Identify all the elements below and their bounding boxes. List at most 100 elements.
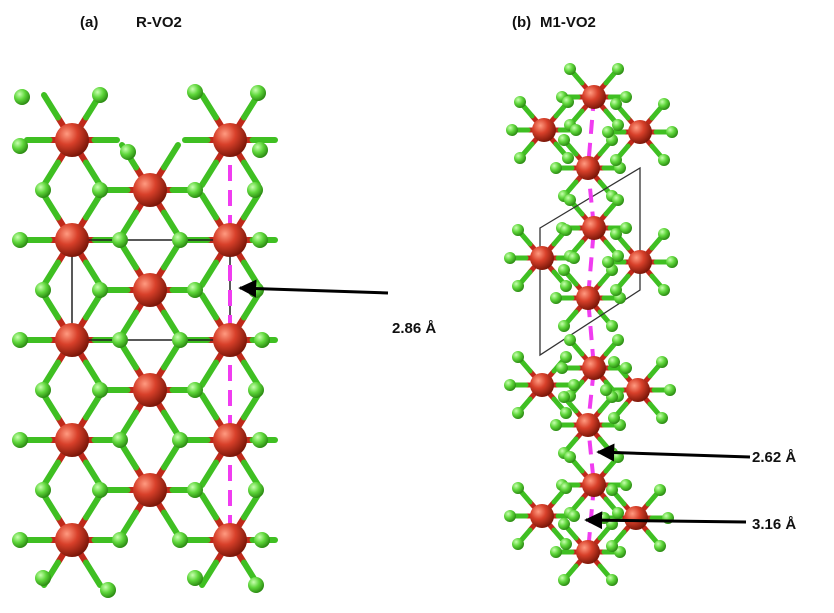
oxygen-atom: [35, 382, 51, 398]
vanadium-atom: [530, 504, 554, 528]
oxygen-atom: [254, 532, 270, 548]
oxygen-atom: [558, 320, 570, 332]
oxygen-atom: [658, 98, 670, 110]
v-o-bond: [119, 509, 139, 538]
v-o-bond: [83, 392, 103, 421]
m1-vo2-atoms: [504, 63, 678, 586]
vanadium-atom: [55, 523, 89, 557]
oxygen-atom: [606, 320, 618, 332]
oxygen-atom: [560, 280, 572, 292]
oxygen-atom: [12, 432, 28, 448]
v-o-bond: [83, 359, 103, 388]
v-o-bond: [241, 192, 261, 221]
vanadium-atom: [213, 223, 247, 257]
oxygen-atom: [512, 538, 524, 550]
oxygen-atom: [556, 362, 568, 374]
v-o-bond: [83, 492, 103, 521]
v-o-bond: [41, 192, 61, 221]
v-o-bond: [161, 242, 181, 271]
oxygen-atom: [564, 63, 576, 75]
v-o-bond: [41, 92, 61, 121]
oxygen-atom: [612, 119, 624, 131]
oxygen-atom: [620, 222, 632, 234]
oxygen-atom: [35, 570, 51, 586]
oxygen-atom: [92, 482, 108, 498]
r-vo2-structure: [12, 84, 278, 598]
oxygen-atom: [612, 507, 624, 519]
oxygen-atom: [664, 384, 676, 396]
oxygen-atom: [558, 574, 570, 586]
v-o-bond: [41, 259, 61, 288]
oxygen-atom: [610, 98, 622, 110]
vanadium-atom: [624, 506, 648, 530]
oxygen-atom: [504, 379, 516, 391]
oxygen-atom: [248, 482, 264, 498]
oxygen-atom: [610, 154, 622, 166]
oxygen-atom: [658, 284, 670, 296]
oxygen-atom: [35, 282, 51, 298]
oxygen-atom: [550, 162, 562, 174]
oxygen-atom: [612, 250, 624, 262]
vanadium-atom: [55, 223, 89, 257]
r-vo2-atoms: [12, 84, 270, 598]
oxygen-atom: [512, 224, 524, 236]
vanadium-atom: [628, 120, 652, 144]
oxygen-atom: [560, 538, 572, 550]
oxygen-atom: [512, 280, 524, 292]
v-o-bond: [41, 359, 61, 388]
v-o-bond: [161, 342, 181, 371]
oxygen-atom: [512, 482, 524, 494]
v-o-bond: [83, 292, 103, 321]
oxygen-atom: [620, 91, 632, 103]
v-o-bond: [199, 192, 219, 221]
oxygen-atom: [620, 479, 632, 491]
oxygen-atom: [560, 351, 572, 363]
oxygen-atom: [504, 252, 516, 264]
vanadium-atom: [213, 523, 247, 557]
oxygen-atom: [187, 482, 203, 498]
oxygen-atom: [612, 63, 624, 75]
v-o-bond: [41, 159, 61, 188]
v-o-bond: [119, 309, 139, 338]
vanadium-atom: [576, 286, 600, 310]
oxygen-atom: [112, 232, 128, 248]
oxygen-atom: [612, 334, 624, 346]
oxygen-atom: [608, 412, 620, 424]
oxygen-atom: [656, 356, 668, 368]
oxygen-atom: [562, 96, 574, 108]
oxygen-atom: [558, 264, 570, 276]
v-o-bond: [199, 159, 219, 188]
vanadium-atom: [133, 473, 167, 507]
v-o-bond: [241, 292, 261, 321]
oxygen-atom: [514, 152, 526, 164]
vanadium-atom: [582, 356, 606, 380]
oxygen-atom: [172, 532, 188, 548]
v-o-bond: [241, 259, 261, 288]
oxygen-atom: [512, 351, 524, 363]
oxygen-atom: [610, 228, 622, 240]
v-o-bond: [41, 459, 61, 488]
oxygen-atom: [550, 292, 562, 304]
v-o-bond: [199, 459, 219, 488]
v-o-bond: [241, 459, 261, 488]
vanadium-atom: [55, 423, 89, 457]
oxygen-atom: [558, 518, 570, 530]
vanadium-atom: [133, 373, 167, 407]
vanadium-atom: [582, 216, 606, 240]
vanadium-atom: [582, 473, 606, 497]
oxygen-atom: [568, 510, 580, 522]
oxygen-atom: [606, 540, 618, 552]
oxygen-atom: [666, 256, 678, 268]
distance-arrow-m1-short: [596, 443, 751, 462]
oxygen-atom: [12, 232, 28, 248]
v-o-bond: [161, 509, 181, 538]
v-o-bond: [199, 359, 219, 388]
oxygen-atom: [606, 574, 618, 586]
oxygen-atom: [187, 84, 203, 100]
distance-label-m1-long: 3.16 Å: [752, 516, 796, 533]
oxygen-atom: [550, 546, 562, 558]
oxygen-atom: [187, 282, 203, 298]
oxygen-atom: [514, 96, 526, 108]
oxygen-atom: [187, 570, 203, 586]
v-o-bond: [241, 159, 261, 188]
